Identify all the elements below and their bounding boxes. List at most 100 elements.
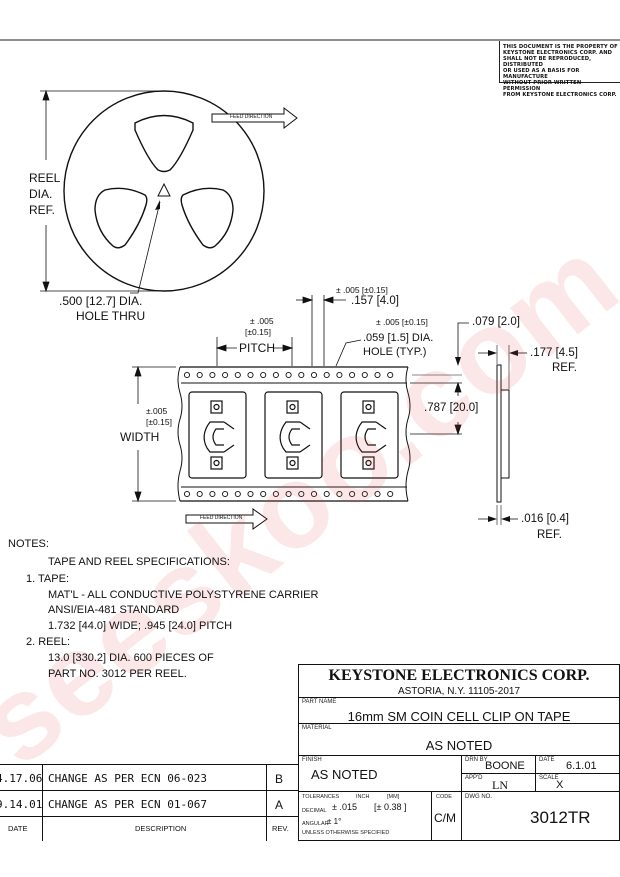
revision-block: 4.17.06 CHANGE AS PER ECN 06-023 B 9.14.…: [0, 764, 299, 841]
hole-pitch-dim: [296, 295, 346, 366]
revision-header-description: DESCRIPTION: [135, 824, 187, 833]
notes-line: PART NO. 3012 PER REEL.: [48, 668, 187, 680]
sprocket-hole: [349, 490, 356, 498]
notes-line: 13.0 [330.2] DIA. 600 PIECES OF: [48, 652, 214, 664]
sprocket-hole: [361, 490, 368, 498]
property-line: KEYSTONE ELECTRONICS CORP. AND: [503, 50, 613, 56]
sprocket-hole: [196, 371, 203, 379]
pocket-1: [188, 391, 247, 479]
sprocket-hole: [285, 490, 292, 498]
revision-divider: [266, 764, 267, 841]
property-line: THIS DOCUMENT IS THE PROPERTY OF: [503, 44, 618, 50]
date-label: DATE: [539, 757, 555, 763]
part-name: 16mm SM COIN CELL CLIP ON TAPE: [347, 709, 571, 724]
property-line: OR USED AS A BASIS FOR MANUFACTURE: [503, 68, 580, 80]
sprocket-hole: [260, 490, 267, 498]
edge-dim-leader: [457, 322, 469, 360]
notes-line: TAPE AND REEL SPECIFICATIONS:: [48, 556, 230, 568]
drn-by-label: DRN BY: [465, 757, 488, 763]
sprocket-hole: [183, 490, 191, 498]
notes-heading: NOTES:: [8, 538, 49, 550]
profile-thickness-dim-label: .016 [0.4]: [521, 513, 569, 525]
notes-line: 2. REEL:: [26, 636, 71, 648]
width-dim: [132, 365, 176, 503]
dwg-no-cell: DWG NO. 3012TR: [461, 791, 620, 841]
hole-typ-label: HOLE (TYP.): [363, 346, 427, 358]
finish-label: FINISH: [302, 757, 322, 763]
company-cell: KEYSTONE ELECTRONICS CORP. ASTORIA, N.Y.…: [298, 664, 620, 698]
sprocket-hole: [361, 371, 368, 379]
pitch-tolerance-2: [±0.15]: [245, 327, 271, 337]
hole-pitch-tolerance: ± .005 [±0.15]: [336, 285, 388, 295]
appd-cell: APP'D LN: [461, 773, 536, 792]
tolerances-label: TOLERANCES: [302, 794, 340, 800]
sprocket-hole: [349, 371, 356, 379]
sprocket-hole: [234, 490, 241, 498]
pocket-pitch-dim: [410, 381, 462, 436]
scale-cell: SCALE X: [535, 773, 620, 792]
profile-height-dim-label: .177 [4.5]: [530, 347, 578, 359]
pocket-3: [340, 391, 399, 479]
sprocket-hole: [310, 371, 318, 379]
part-name-cell: PART NAME 16mm SM COIN CELL CLIP ON TAPE: [298, 697, 620, 724]
mm-label: [MM]: [387, 794, 400, 800]
sprocket-hole: [374, 371, 381, 379]
sprocket-hole: [247, 490, 254, 498]
sprocket-hole: [272, 371, 279, 379]
reel-label-line: DIA.: [29, 187, 53, 201]
sprocket-hole: [298, 371, 305, 379]
drn-by-cell: DRN BY BOONE: [461, 755, 536, 774]
part-name-label: PART NAME: [302, 699, 337, 705]
profile-thickness-ref: REF.: [537, 529, 562, 541]
revision-header: DATE DESCRIPTION REV.: [0, 816, 299, 841]
revision-description: CHANGE AS PER ECN 01-067: [48, 798, 207, 811]
revision-date: 9.14.01: [0, 798, 43, 811]
reel-feed-arrow: [211, 106, 298, 130]
reel-dia-label: REEL DIA. REF.: [29, 170, 60, 218]
revision-row: 4.17.06 CHANGE AS PER ECN 06-023 B: [0, 764, 299, 790]
tape-feed-arrow: [185, 508, 268, 530]
sprocket-hole: [323, 490, 330, 498]
sprocket-hole: [272, 490, 279, 498]
hole-leader: [130, 201, 161, 294]
code-value: C/M: [434, 811, 456, 825]
width-tolerance-2: [±0.15]: [146, 417, 172, 427]
sprocket-hole: [247, 371, 254, 379]
width-tolerance-1: ±.005: [146, 406, 168, 416]
tolerances-cell: TOLERANCES INCH [MM] DECIMAL ± .015 [± 0…: [298, 791, 432, 841]
pocket-2: [264, 391, 323, 479]
edge-dim-label: .079 [2.0]: [472, 316, 520, 328]
sprocket-hole: [260, 371, 267, 379]
width-label: WIDTH: [120, 430, 160, 444]
property-line: FROM KEYSTONE ELECTRONICS CORP.: [503, 92, 617, 98]
side-profile-arrows: [488, 350, 518, 522]
pitch-tolerance-1: ± .005: [250, 316, 274, 326]
title-block: KEYSTONE ELECTRONICS CORP. ASTORIA, N.Y.…: [298, 664, 620, 841]
unless-label: UNLESS OTHERWISE SPECIFIED: [302, 830, 390, 836]
sprocket-hole: [183, 371, 191, 379]
sprocket-hole: [387, 371, 394, 379]
sprocket-hole: [336, 371, 343, 379]
drn-by-value: BOONE: [485, 760, 525, 772]
company-address: ASTORIA, N.Y. 11105-2017: [397, 686, 521, 697]
sprocket-hole: [336, 490, 343, 498]
hole-dia-leader: [335, 339, 362, 367]
carrier-tape: [177, 366, 411, 502]
decimal-label: DECIMAL: [302, 808, 327, 814]
date-cell: DATE 6.1.01: [535, 755, 620, 774]
property-line: SHALL NOT BE REPRODUCED, DISTRIBUTED: [503, 56, 592, 68]
profile-height-ref: REF.: [552, 362, 577, 374]
revision-date: 4.17.06: [0, 772, 43, 785]
material-cell: MATERIAL AS NOTED: [298, 723, 620, 756]
reel-feed-direction-label: FEED DIRECTION: [230, 114, 273, 120]
decimal-tolerance: ± .015: [332, 802, 357, 812]
sprocket-hole: [209, 371, 216, 379]
finish-cell: FINISH AS NOTED: [298, 755, 462, 792]
edge-dim-arrow: [455, 357, 461, 366]
pitch-label: PITCH: [239, 341, 275, 355]
notes-line: MAT'L - ALL CONDUCTIVE POLYSTYRENE CARRI…: [48, 589, 319, 601]
date-value: 6.1.01: [566, 760, 597, 772]
reel-label-line: REEL: [29, 171, 61, 185]
angular-tolerance: ± 1°: [327, 817, 342, 826]
